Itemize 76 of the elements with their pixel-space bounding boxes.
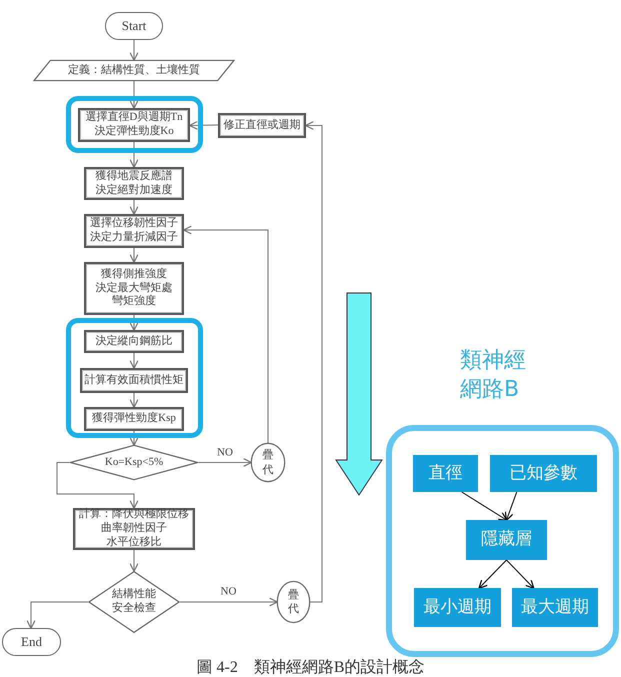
- process-box: [84, 262, 184, 315]
- network-box: [466, 520, 547, 560]
- process-box: [78, 108, 190, 142]
- process-box: [84, 407, 184, 431]
- node-label: 最大週期: [521, 596, 589, 618]
- figure-caption: 圖 4-2 類神經網路B的設計概念: [196, 658, 426, 677]
- network-box: [414, 588, 501, 627]
- process-box: [218, 113, 306, 138]
- node-label: 疊代: [262, 448, 274, 477]
- node-label: 修正直徑或週期: [224, 118, 300, 132]
- node-label: 決定最大彎矩處: [96, 282, 172, 294]
- arrow: [26, 602, 88, 629]
- node-label: 疊代: [288, 588, 299, 616]
- iteration-circle: [251, 443, 285, 482]
- edge-label: NO: [216, 447, 234, 458]
- arrow: [129, 352, 139, 369]
- process-box: [84, 167, 184, 200]
- node-label: Start: [122, 18, 146, 34]
- node-label: 安全檢查: [112, 602, 156, 616]
- arrow: [180, 597, 278, 607]
- arrow: [183, 225, 268, 444]
- node-label: 選擇直徑D與週期Tn: [85, 111, 183, 124]
- arrow: [129, 80, 139, 109]
- terminal-box: [105, 12, 163, 40]
- arrow: [478, 560, 507, 589]
- process-box: [84, 214, 184, 248]
- edge-label: NO: [220, 586, 238, 598]
- arrow: [506, 560, 534, 589]
- node-label: 計算：降伏與極限位移: [79, 508, 189, 522]
- iteration-circle: [277, 581, 310, 623]
- process-box: [84, 330, 184, 353]
- node-label: 獲得地震反應譜: [96, 170, 172, 184]
- node-label: 獲得彈性勁度Ksp: [92, 412, 176, 426]
- arrow: [305, 120, 322, 602]
- node-label: 已知參數: [510, 462, 578, 484]
- node-label: 結構性能: [112, 588, 156, 602]
- node-label: 選擇位移韌性因子: [90, 217, 178, 230]
- node-label: 定義：結構性質、土壤性質: [68, 64, 200, 78]
- arrow: [129, 392, 139, 408]
- node-label: 隱藏層: [481, 529, 532, 551]
- arrow: [129, 248, 139, 263]
- arrow: [129, 550, 139, 572]
- arrow: [129, 200, 139, 215]
- arrow: [461, 492, 508, 521]
- highlight-frame: [66, 96, 203, 153]
- node-label: End: [21, 634, 42, 650]
- decision-diamond: [69, 445, 199, 480]
- node-label: 水平位移比: [106, 536, 162, 550]
- node-label: 決定彈性勁度Ko: [94, 125, 174, 139]
- arrow: [129, 40, 139, 61]
- node-label: 直徑: [428, 462, 462, 484]
- node-label: 決定縱向鋼筋比: [96, 334, 172, 348]
- network-box: [512, 588, 598, 627]
- input-parallelogram: [32, 60, 236, 81]
- process-box: [73, 508, 195, 550]
- arrow: [56, 462, 139, 509]
- node-label: 彎矩強度: [112, 295, 156, 310]
- arrow: [129, 430, 139, 446]
- decision-diamond: [88, 571, 180, 633]
- arrow: [504, 492, 518, 521]
- process-box: [80, 368, 188, 393]
- network-heading: 類神經網路B: [460, 347, 527, 404]
- arrow: [129, 142, 139, 168]
- node-label: Ko=Ksp<5%: [104, 456, 164, 470]
- arrow: [189, 120, 218, 130]
- node-label: 決定絕對加速度: [96, 184, 172, 198]
- node-label: 決定力量折減因子: [90, 231, 178, 245]
- node-label: 曲率韌性因子: [101, 522, 167, 536]
- highlight-frame: [66, 318, 203, 438]
- node-label: 獲得側推強度: [101, 268, 167, 282]
- network-box: [490, 455, 597, 492]
- node-label: 計算有效面積慣性矩: [84, 374, 184, 388]
- arrow: [198, 458, 252, 468]
- node-label: 最小週期: [424, 596, 492, 618]
- network-box: [413, 455, 478, 492]
- terminal-box: [2, 628, 61, 656]
